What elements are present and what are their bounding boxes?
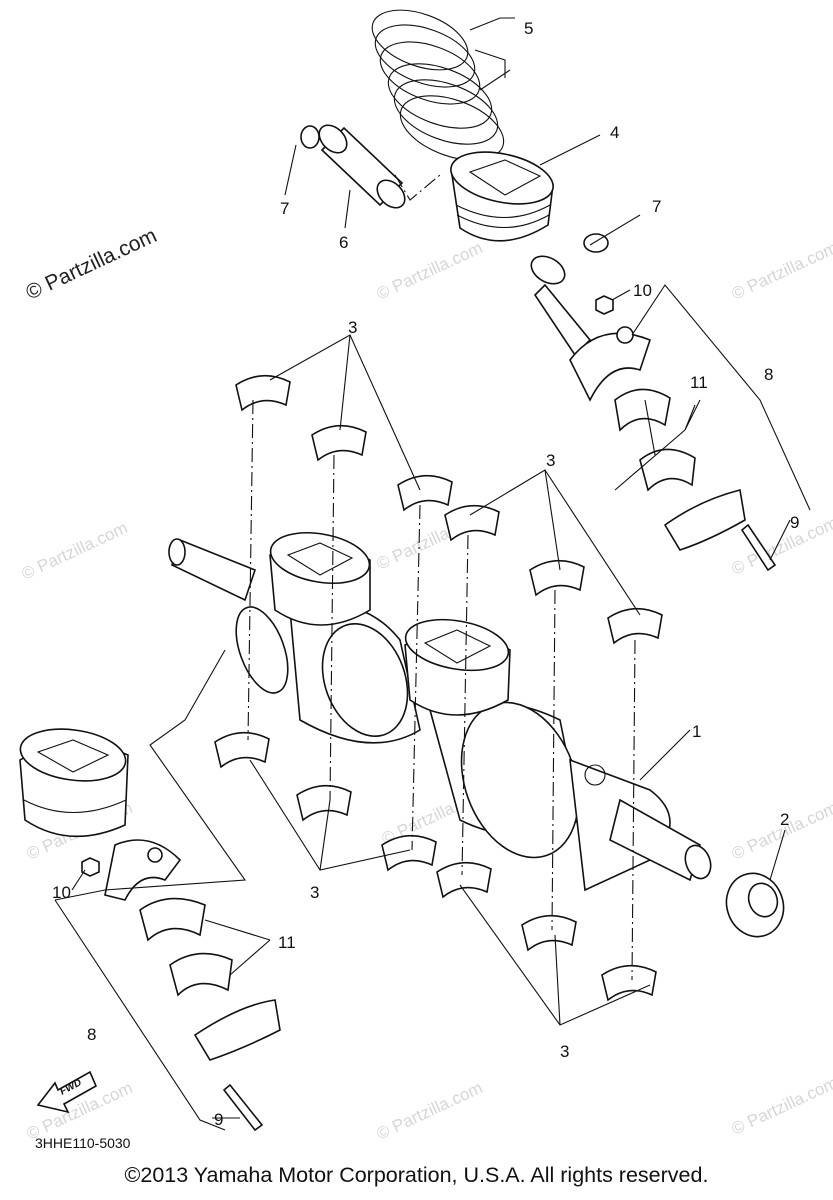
callout-1: 1 (692, 722, 701, 741)
piston-pin-clip (583, 233, 609, 253)
callout-11: 11 (278, 933, 296, 952)
callout-labels: 1 2 3 3 3 3 4 5 6 7 7 8 8 9 9 10 10 11 1… (52, 19, 799, 1129)
piston-lower-left (19, 728, 129, 838)
callout-6: 6 (339, 233, 348, 252)
callout-5: 5 (524, 19, 533, 38)
callout-10: 10 (633, 281, 652, 300)
connecting-rod-bolt (740, 523, 777, 572)
watermark: © Partzilla.com (19, 518, 131, 584)
callout-8: 8 (87, 1025, 96, 1044)
connecting-rod-cap (193, 999, 281, 1061)
callout-9: 9 (214, 1110, 223, 1129)
diagram-code: 3HHE110-5030 (35, 1135, 131, 1151)
connecting-rod-bolt-nut (595, 295, 614, 315)
main-bearing-set (235, 374, 663, 645)
piston-crank-right (404, 618, 511, 716)
connecting-rod-cap (663, 489, 746, 551)
callout-2: 2 (780, 810, 789, 829)
big-end-bearing (614, 388, 671, 432)
watermark-main: © Partzilla.com (22, 224, 160, 305)
main-bearing-set (214, 731, 657, 1002)
piston-top (450, 151, 554, 242)
callout-4: 4 (610, 123, 619, 142)
piston-crank-left (269, 532, 371, 626)
piston-pin (318, 124, 406, 209)
big-end-bearing (139, 897, 206, 942)
watermark: © Partzilla.com (729, 1073, 833, 1139)
callout-7: 7 (652, 197, 661, 216)
watermark: © Partzilla.com (374, 238, 486, 304)
leader-lines (54, 17, 811, 1131)
piston-pin-clip (300, 125, 320, 149)
crankshaft (168, 538, 712, 892)
big-end-bearing (169, 952, 233, 997)
callout-11: 11 (690, 373, 708, 392)
big-end-bearing (639, 448, 696, 492)
connecting-rod-bolt-nut (81, 857, 100, 877)
alignment-lines (247, 174, 636, 981)
connecting-rod-lower (104, 839, 182, 901)
callout-3: 3 (310, 883, 319, 902)
callout-3: 3 (348, 318, 357, 337)
callout-3: 3 (560, 1042, 569, 1061)
watermark: © Partzilla.com (729, 513, 833, 579)
callout-10: 10 (52, 883, 71, 902)
callout-7: 7 (280, 199, 289, 218)
watermark: © Partzilla.com (374, 1078, 486, 1144)
connecting-rod-bolt (222, 1083, 264, 1132)
copyright-notice: ©2013 Yamaha Motor Corporation, U.S.A. A… (124, 1163, 709, 1187)
connecting-rod-upper (530, 255, 651, 402)
callout-9: 9 (790, 513, 799, 532)
piston-ring-set (371, 9, 505, 161)
callout-3: 3 (546, 451, 555, 470)
watermark: © Partzilla.com (729, 238, 833, 304)
callout-8: 8 (764, 365, 773, 384)
watermark: © Partzilla.com (729, 798, 833, 864)
oil-seal (725, 872, 785, 938)
